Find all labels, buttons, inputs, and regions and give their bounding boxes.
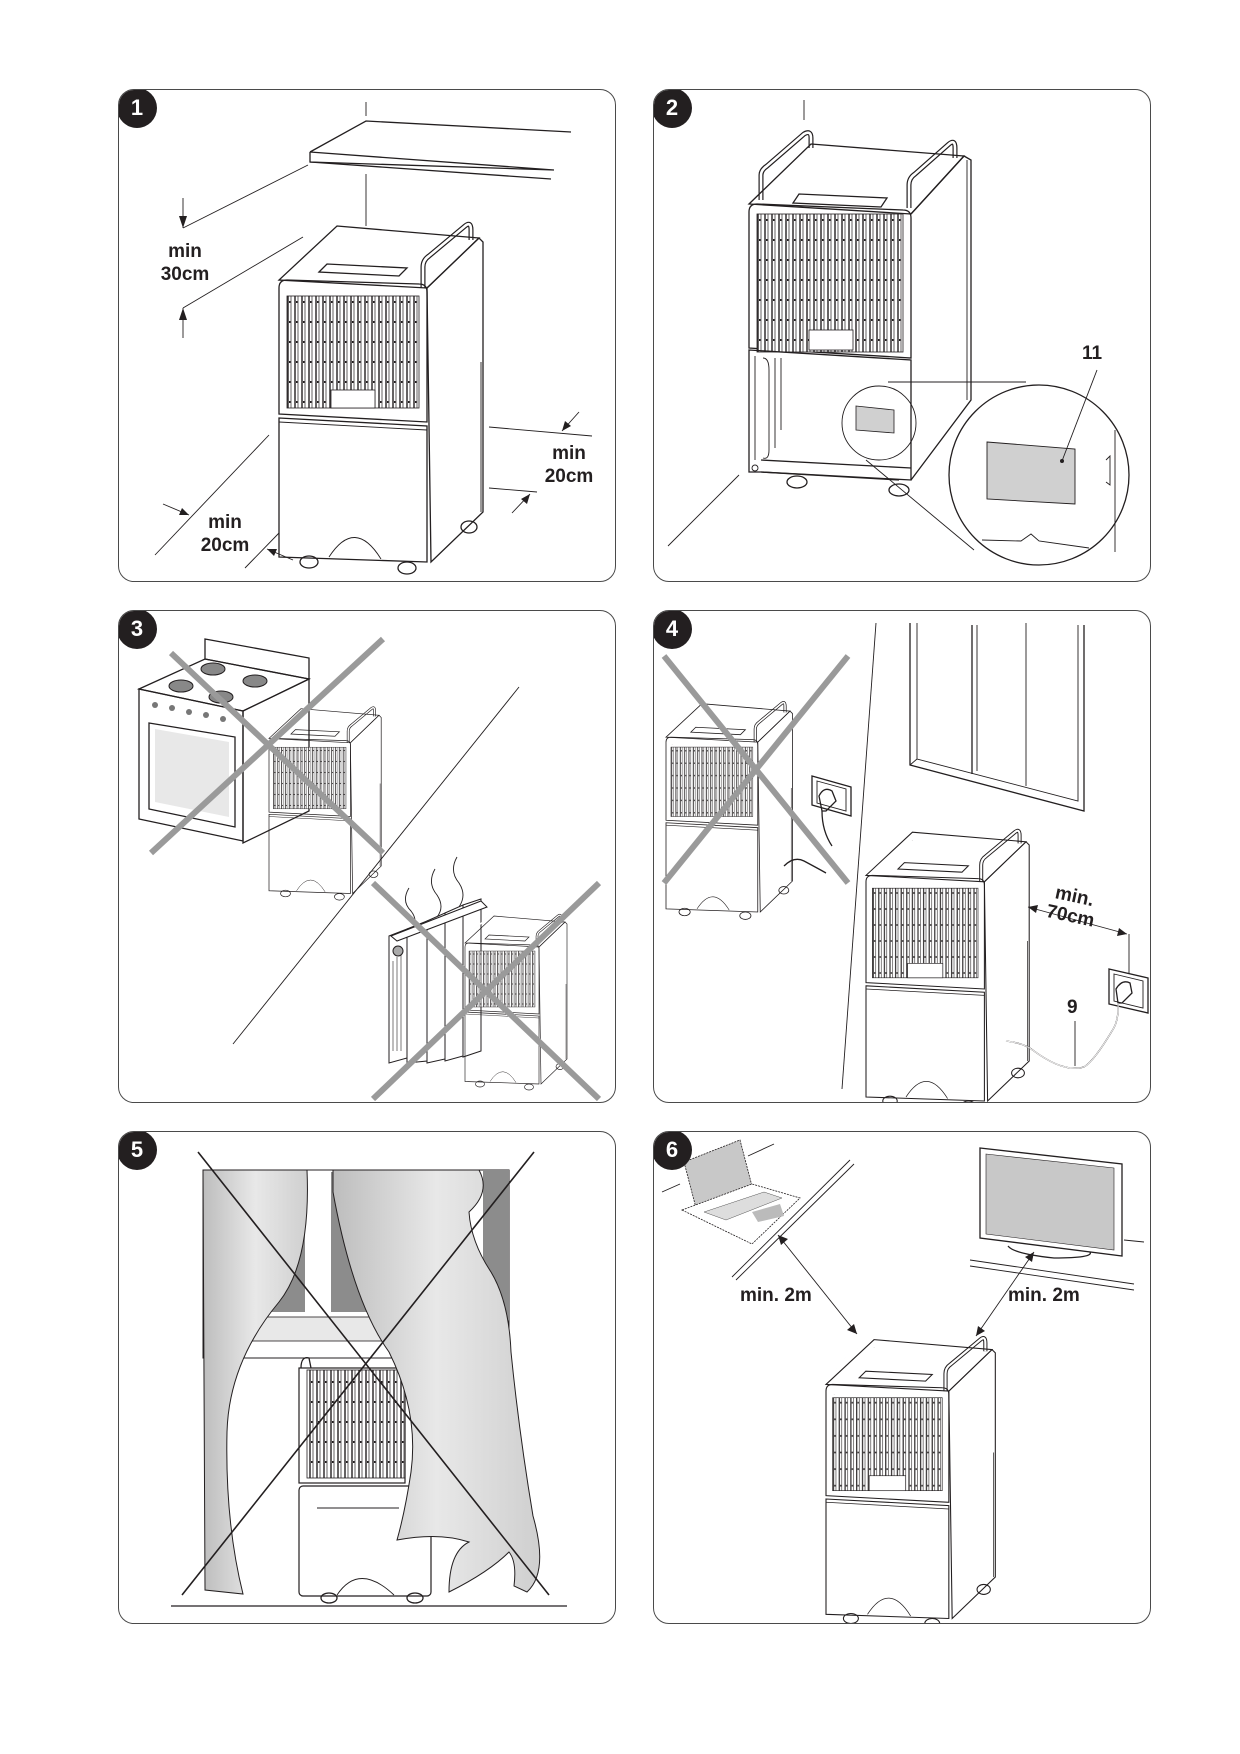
wall-socket-left: [783, 775, 852, 874]
panel-6: 6: [653, 1131, 1151, 1624]
zoom-detail-circle: [948, 384, 1130, 566]
dehumidifier-rear: [747, 130, 972, 497]
panel-5: 5: [118, 1131, 616, 1624]
panel-2: 2: [653, 89, 1151, 582]
wall-socket-right: [1005, 968, 1149, 1069]
distance-dimension: [1027, 905, 1130, 973]
panel-4: 4: [653, 610, 1151, 1103]
step-badge-5: 5: [119, 1132, 157, 1170]
zoom-source-circle: [841, 385, 917, 461]
front-dimension-lines: [154, 434, 294, 569]
electronics-distance-illustration: [661, 1139, 1145, 1624]
step-badge-1: 1: [119, 90, 157, 128]
step-badge-6: 6: [654, 1132, 692, 1170]
distance-arrows: [777, 1234, 1035, 1337]
dehumidifier: [267, 704, 383, 902]
curtain-illustration: [171, 1151, 567, 1607]
side-dimension-lines: [488, 411, 593, 514]
tv-distance-label: min. 2m: [1008, 1285, 1080, 1306]
curtain-left: [202, 1169, 308, 1595]
rating-plate: [986, 441, 1076, 505]
rating-plate-callout: 11: [1082, 343, 1103, 364]
top-dimension-lines: [179, 164, 309, 338]
step-badge-2: 2: [654, 90, 692, 128]
dehumidifier: [664, 698, 795, 921]
panel-1: 1: [118, 89, 616, 582]
rating-plate-illustration: [667, 100, 1130, 566]
clearance-illustration: [154, 102, 593, 582]
window: [909, 623, 1085, 812]
laptop-distance-label: min. 2m: [740, 1285, 812, 1306]
heat-source-illustration: [136, 636, 602, 1102]
curtain-right: [332, 1169, 541, 1593]
dehumidifier: [279, 220, 483, 574]
shelf: [309, 102, 572, 226]
step-badge-4: 4: [654, 611, 692, 649]
prohibited-cross: [197, 1151, 550, 1596]
panel-3: 3: [118, 610, 616, 1103]
laptop: [661, 1139, 855, 1281]
socket-distance-illustration: [661, 622, 1149, 1103]
dehumidifier: [866, 828, 1029, 1103]
side-clearance-label: min 20cm: [544, 443, 594, 487]
dehumidifier: [826, 1335, 995, 1624]
top-clearance-label: min 30cm: [160, 241, 210, 285]
gas-stove: [136, 638, 312, 845]
step-badge-3: 3: [119, 611, 157, 649]
power-cord-callout: 9: [1067, 997, 1078, 1018]
prohibited-cross: [168, 650, 386, 856]
television: [969, 1147, 1145, 1291]
front-clearance-label: min 20cm: [200, 512, 250, 556]
